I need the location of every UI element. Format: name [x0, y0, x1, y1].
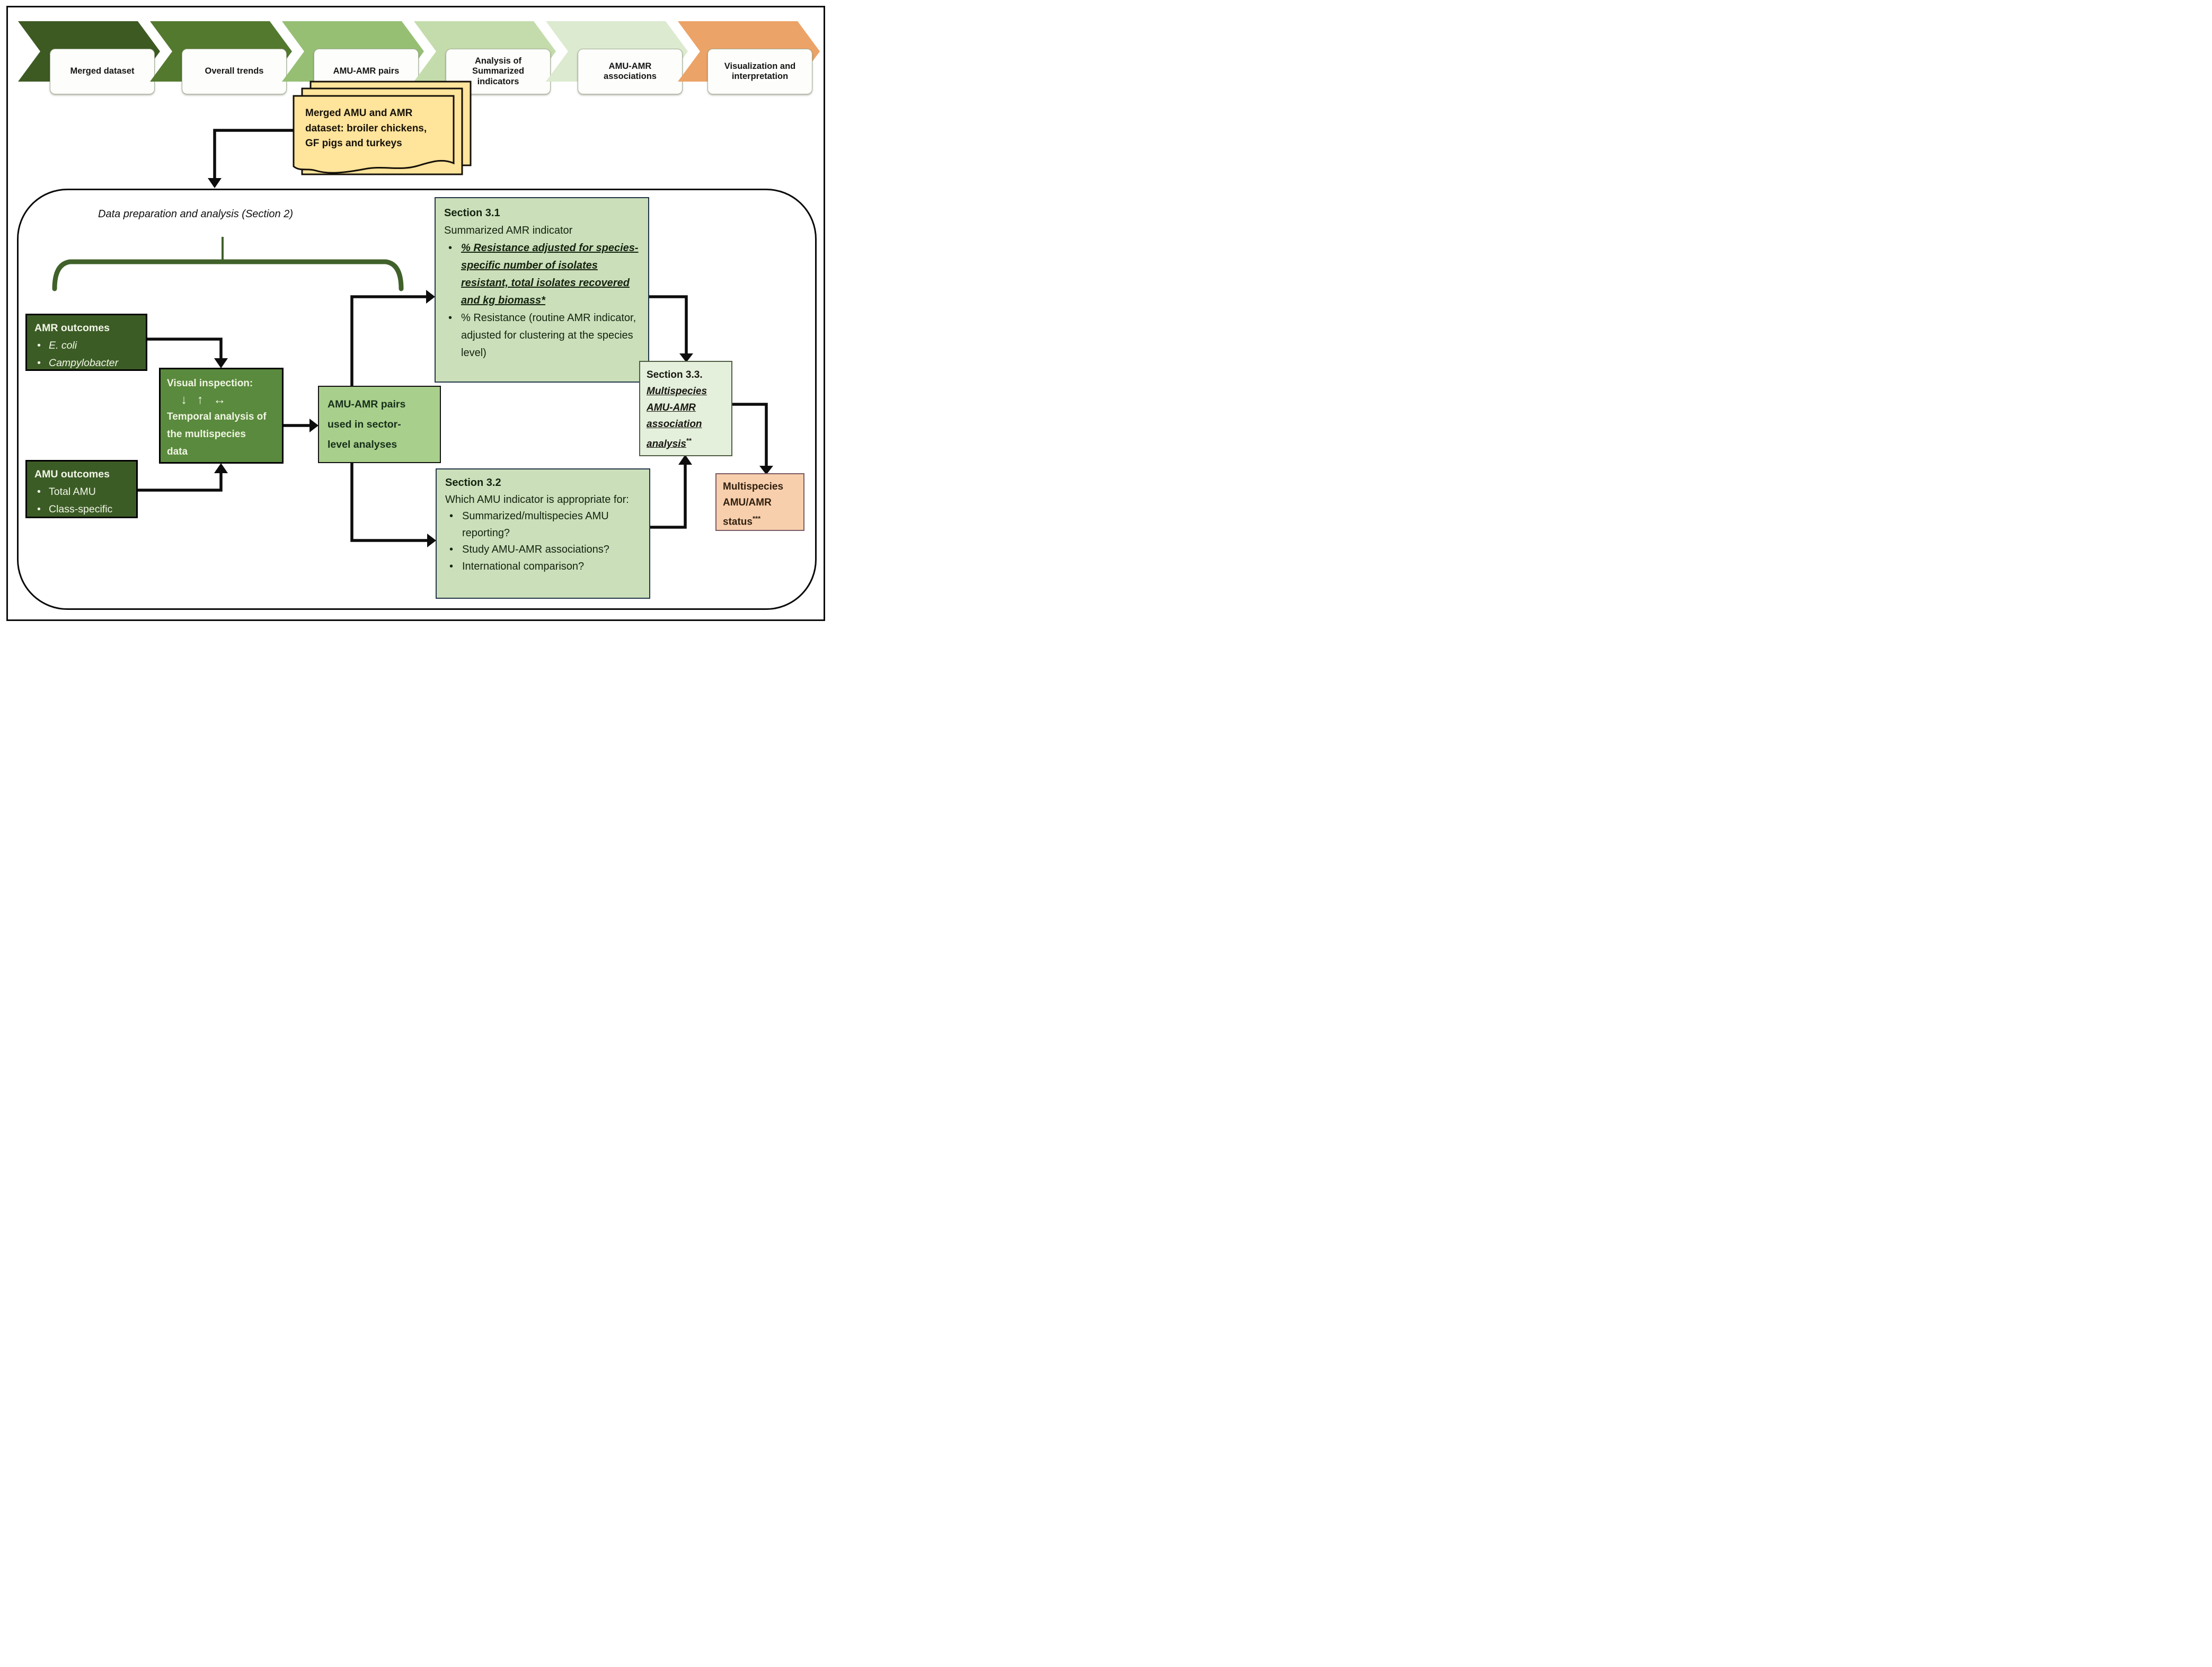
amu-amr-pairs-text: AMU-AMR pairs used in sector-level analy… [328, 398, 406, 450]
banner-step-overall-trends: Overall trends [150, 19, 294, 94]
trend-arrows-icon: ↓ ↑ ↔ [181, 393, 229, 407]
banner-step-visualization: Visualization and interpretation [678, 19, 822, 94]
figure-border [6, 6, 825, 621]
banner-step-merged-dataset: Merged dataset [18, 19, 162, 94]
dataset-document-line: dataset: broiler chickens, [305, 122, 427, 134]
section-3-2-heading: Section 3.2 [445, 477, 501, 489]
data-preparation-container [17, 189, 817, 610]
flow-diagram-page: Merged dataset Overall trends AMU-AMR pa… [0, 0, 830, 625]
amu-outcome-item: Total AMU [34, 483, 131, 501]
banner-step-amu-amr-associations: AMU-AMR associations [546, 19, 690, 94]
amr-outcomes-box: AMR outcomes E. coli Campylobacter [25, 314, 147, 372]
status-line: status*** [723, 515, 761, 528]
routine-indicator-text: % Resistance (routine AMR indicator, adj… [461, 312, 636, 359]
visual-inspection-title: Visual inspection: [167, 378, 253, 389]
section-3-3-text: Multispecies AMU-AMR association analysi… [647, 386, 707, 450]
amu-outcomes-title: AMU outcomes [34, 468, 110, 480]
section-3-2-intro: Which AMU indicator is appropriate for: [445, 493, 629, 506]
section-3-2-box: Section 3.2 Which AMU indicator is appro… [436, 468, 650, 599]
section-3-3-footnote-mark: ** [686, 437, 692, 445]
visual-inspection-text: Temporal analysis of the multispecies da… [167, 411, 267, 457]
amu-outcomes-box: AMU outcomes Total AMU Class-specific [25, 460, 138, 518]
banner-step-label: Visualization and interpretation [707, 49, 812, 94]
status-line: Multispecies [723, 481, 784, 492]
document-page-front [293, 95, 455, 174]
section-3-2-bullet: Summarized/multispecies AMU reporting? [445, 508, 642, 542]
status-footnote-mark: *** [752, 515, 761, 522]
amu-outcome-item: Class-specific [34, 501, 131, 518]
document-stack-icon [293, 81, 472, 175]
banner-step-label: Overall trends [182, 49, 287, 94]
banner-step-amu-amr-pairs: AMU-AMR pairs [282, 19, 426, 94]
banner-step-label: Merged dataset [50, 49, 155, 94]
section-3-1-box: Section 3.1 Summarized AMR indicator % R… [435, 197, 649, 383]
section-3-2-bullet: Study AMU-AMR associations? [445, 542, 642, 558]
section-3-1-bullet: % Resistance (routine AMR indicator, adj… [444, 309, 641, 362]
banner-step-label: AMU-AMR associations [578, 49, 683, 94]
amr-outcomes-title: AMR outcomes [34, 322, 110, 334]
section-3-1-subheading: Summarized AMR indicator [444, 225, 573, 236]
dataset-document-label: Merged AMU and AMR dataset: broiler chic… [305, 106, 464, 152]
data-preparation-title: Data preparation and analysis (Section 2… [98, 208, 293, 220]
dataset-document-line: Merged AMU and AMR [305, 108, 413, 119]
summarized-indicator-text: % Resistance adjusted for species-specif… [461, 242, 639, 306]
amu-amr-pairs-box: AMU-AMR pairs used in sector-level analy… [318, 386, 441, 463]
section-3-2-bullet: International comparison? [445, 558, 642, 575]
section-3-1-heading: Section 3.1 [444, 207, 500, 219]
visual-inspection-box: Visual inspection: ↓ ↑ ↔ Temporal analys… [159, 368, 284, 464]
dataset-document-line: GF pigs and turkeys [305, 138, 402, 149]
amr-outcome-item: E. coli [34, 337, 140, 354]
banner-step-analysis-indicators: Analysis of Summarized indicators [414, 19, 558, 94]
section-3-1-bullet: % Resistance adjusted for species-specif… [444, 240, 641, 309]
status-line: AMU/AMR [723, 497, 772, 508]
section-3-3-heading: Section 3.3. [647, 369, 703, 380]
amr-outcome-item: Campylobacter [34, 354, 140, 372]
section-3-3-box: Section 3.3. Multispecies AMU-AMR associ… [639, 361, 732, 456]
multispecies-status-box: Multispecies AMU/AMR status*** [715, 473, 804, 531]
